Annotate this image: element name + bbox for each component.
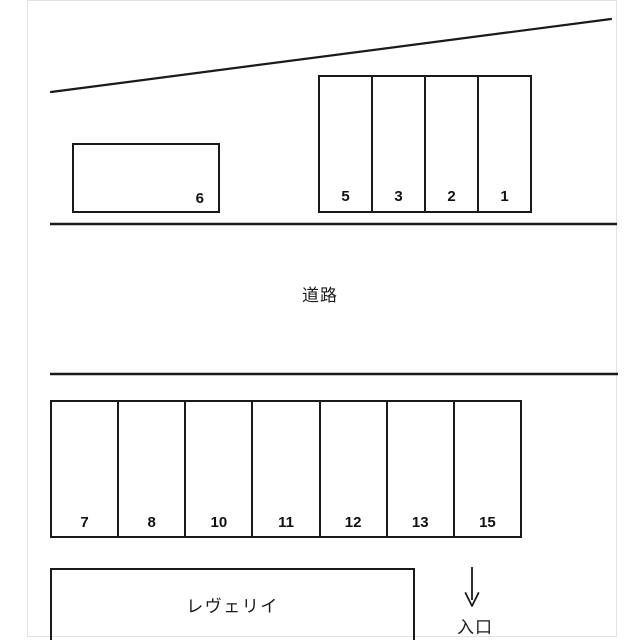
parking-stall[interactable]: 5 <box>320 77 373 211</box>
stall-number-label: 12 <box>344 514 362 531</box>
entrance-marker: 入口 <box>440 563 510 638</box>
parking-stall[interactable]: 6 <box>74 145 218 211</box>
parking-stall[interactable]: 15 <box>454 402 520 536</box>
parking-stall[interactable]: 7 <box>52 402 120 536</box>
stall-number-label: 10 <box>210 514 228 531</box>
stall-number-label: 1 <box>500 188 509 205</box>
stall-number-label: 5 <box>341 188 350 205</box>
parking-block-top: 5 3 2 1 <box>318 75 532 213</box>
stall-number-label: 13 <box>411 514 429 531</box>
building-name-label: レヴェリイ <box>186 597 279 616</box>
parking-stall[interactable]: 1 <box>479 77 530 211</box>
parking-block-six: 6 <box>72 143 220 213</box>
stall-number-label: 3 <box>394 188 403 205</box>
stall-number-label: 7 <box>80 514 89 531</box>
stall-number-label: 11 <box>278 514 294 531</box>
entrance-arrow-icon <box>464 567 480 607</box>
parking-stall[interactable]: 12 <box>320 402 388 536</box>
parking-stall[interactable]: 11 <box>253 402 321 536</box>
entrance-label: 入口 <box>457 618 493 637</box>
stall-number-label: 6 <box>195 190 204 207</box>
parking-stall[interactable]: 2 <box>426 77 479 211</box>
stall-number-label: 15 <box>479 514 496 531</box>
road-label: 道路 <box>302 286 338 305</box>
parking-stall[interactable]: 10 <box>186 402 254 536</box>
stall-number-label: 2 <box>447 188 456 205</box>
upper-boundary-diagonal-line <box>49 17 613 94</box>
stall-number-label: 8 <box>147 514 156 531</box>
parking-stall[interactable]: 8 <box>119 402 187 536</box>
parking-block-bottom: 7 8 10 11 12 13 15 <box>50 400 522 538</box>
parking-stall[interactable]: 13 <box>387 402 455 536</box>
parking-stall[interactable]: 3 <box>373 77 426 211</box>
building-outline: レヴェリイ <box>50 568 415 640</box>
